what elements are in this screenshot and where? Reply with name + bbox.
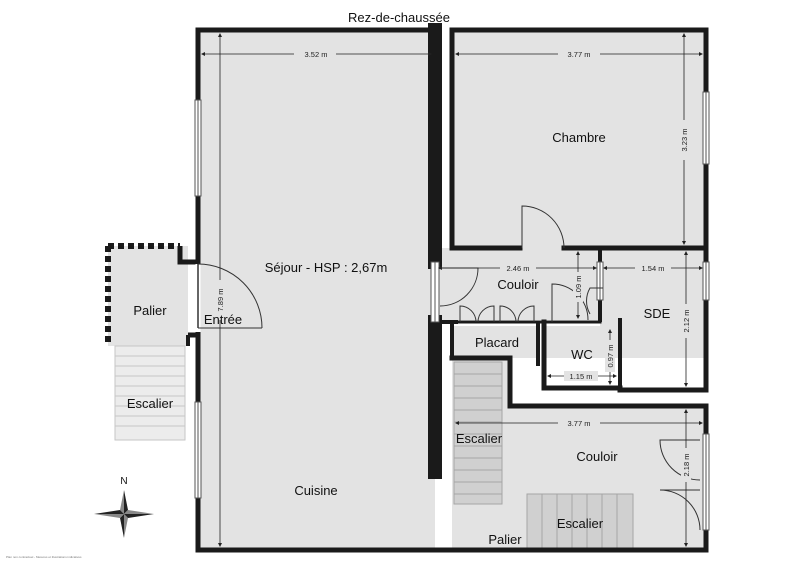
- escalier-left-stairs: Escalier: [114, 345, 186, 441]
- dim-couloir-bottom-width: 3.77 m: [568, 419, 591, 428]
- cuisine-label: Cuisine: [294, 483, 337, 498]
- escalier-mid-stairs: Escalier: [453, 361, 503, 505]
- plan-footnote: Plan non contractuel - Mesures et illust…: [6, 555, 82, 559]
- entree-label: Entrée: [204, 312, 242, 327]
- palier-left-label: Palier: [133, 303, 167, 318]
- escalier-bottom-stairs: Escalier: [526, 493, 634, 551]
- couloir-top-room: [435, 248, 600, 320]
- dim-sde-height: 2.12 m: [682, 310, 691, 333]
- sejour-label: Séjour - HSP : 2,67m: [265, 260, 388, 275]
- dim-wc-width: 1.15 m: [570, 372, 593, 381]
- dim-sejour-width: 3.52 m: [305, 50, 328, 59]
- couloir-top-label: Couloir: [497, 277, 539, 292]
- plan-title: Rez-de-chaussée: [348, 10, 450, 25]
- windows: [194, 91, 710, 531]
- walls: [195, 23, 709, 553]
- dim-couloir-bottom-height: 2.18 m: [682, 454, 691, 477]
- escalier-bottom-label: Escalier: [557, 516, 604, 531]
- sejour-cuisine-room: [198, 30, 435, 550]
- wc-label: WC: [571, 347, 593, 362]
- sde-label: SDE: [644, 306, 671, 321]
- dim-sejour-height: 7.89 m: [216, 289, 225, 312]
- doors: [195, 205, 701, 531]
- placard-label: Placard: [475, 335, 519, 350]
- couloir-bottom-label: Couloir: [576, 449, 618, 464]
- dim-couloir-width: 2.46 m: [507, 264, 530, 273]
- chambre-room: [452, 30, 706, 248]
- compass-rose: N: [94, 476, 154, 538]
- compass-north-label: N: [120, 476, 127, 487]
- dim-wc-height: 0.97 m: [606, 345, 615, 368]
- dim-chambre-height: 3.23 m: [680, 129, 689, 152]
- dim-chambre-width: 3.77 m: [568, 50, 591, 59]
- chambre-label: Chambre: [552, 130, 605, 145]
- dim-couloir-height: 1.09 m: [574, 276, 583, 299]
- dim-sde-width: 1.54 m: [642, 264, 665, 273]
- placard-room: [452, 326, 538, 358]
- palier-left-landing: Palier: [105, 243, 198, 346]
- escalier-left-label: Escalier: [127, 396, 174, 411]
- palier-bottom-label: Palier: [488, 532, 522, 547]
- escalier-mid-label: Escalier: [456, 431, 503, 446]
